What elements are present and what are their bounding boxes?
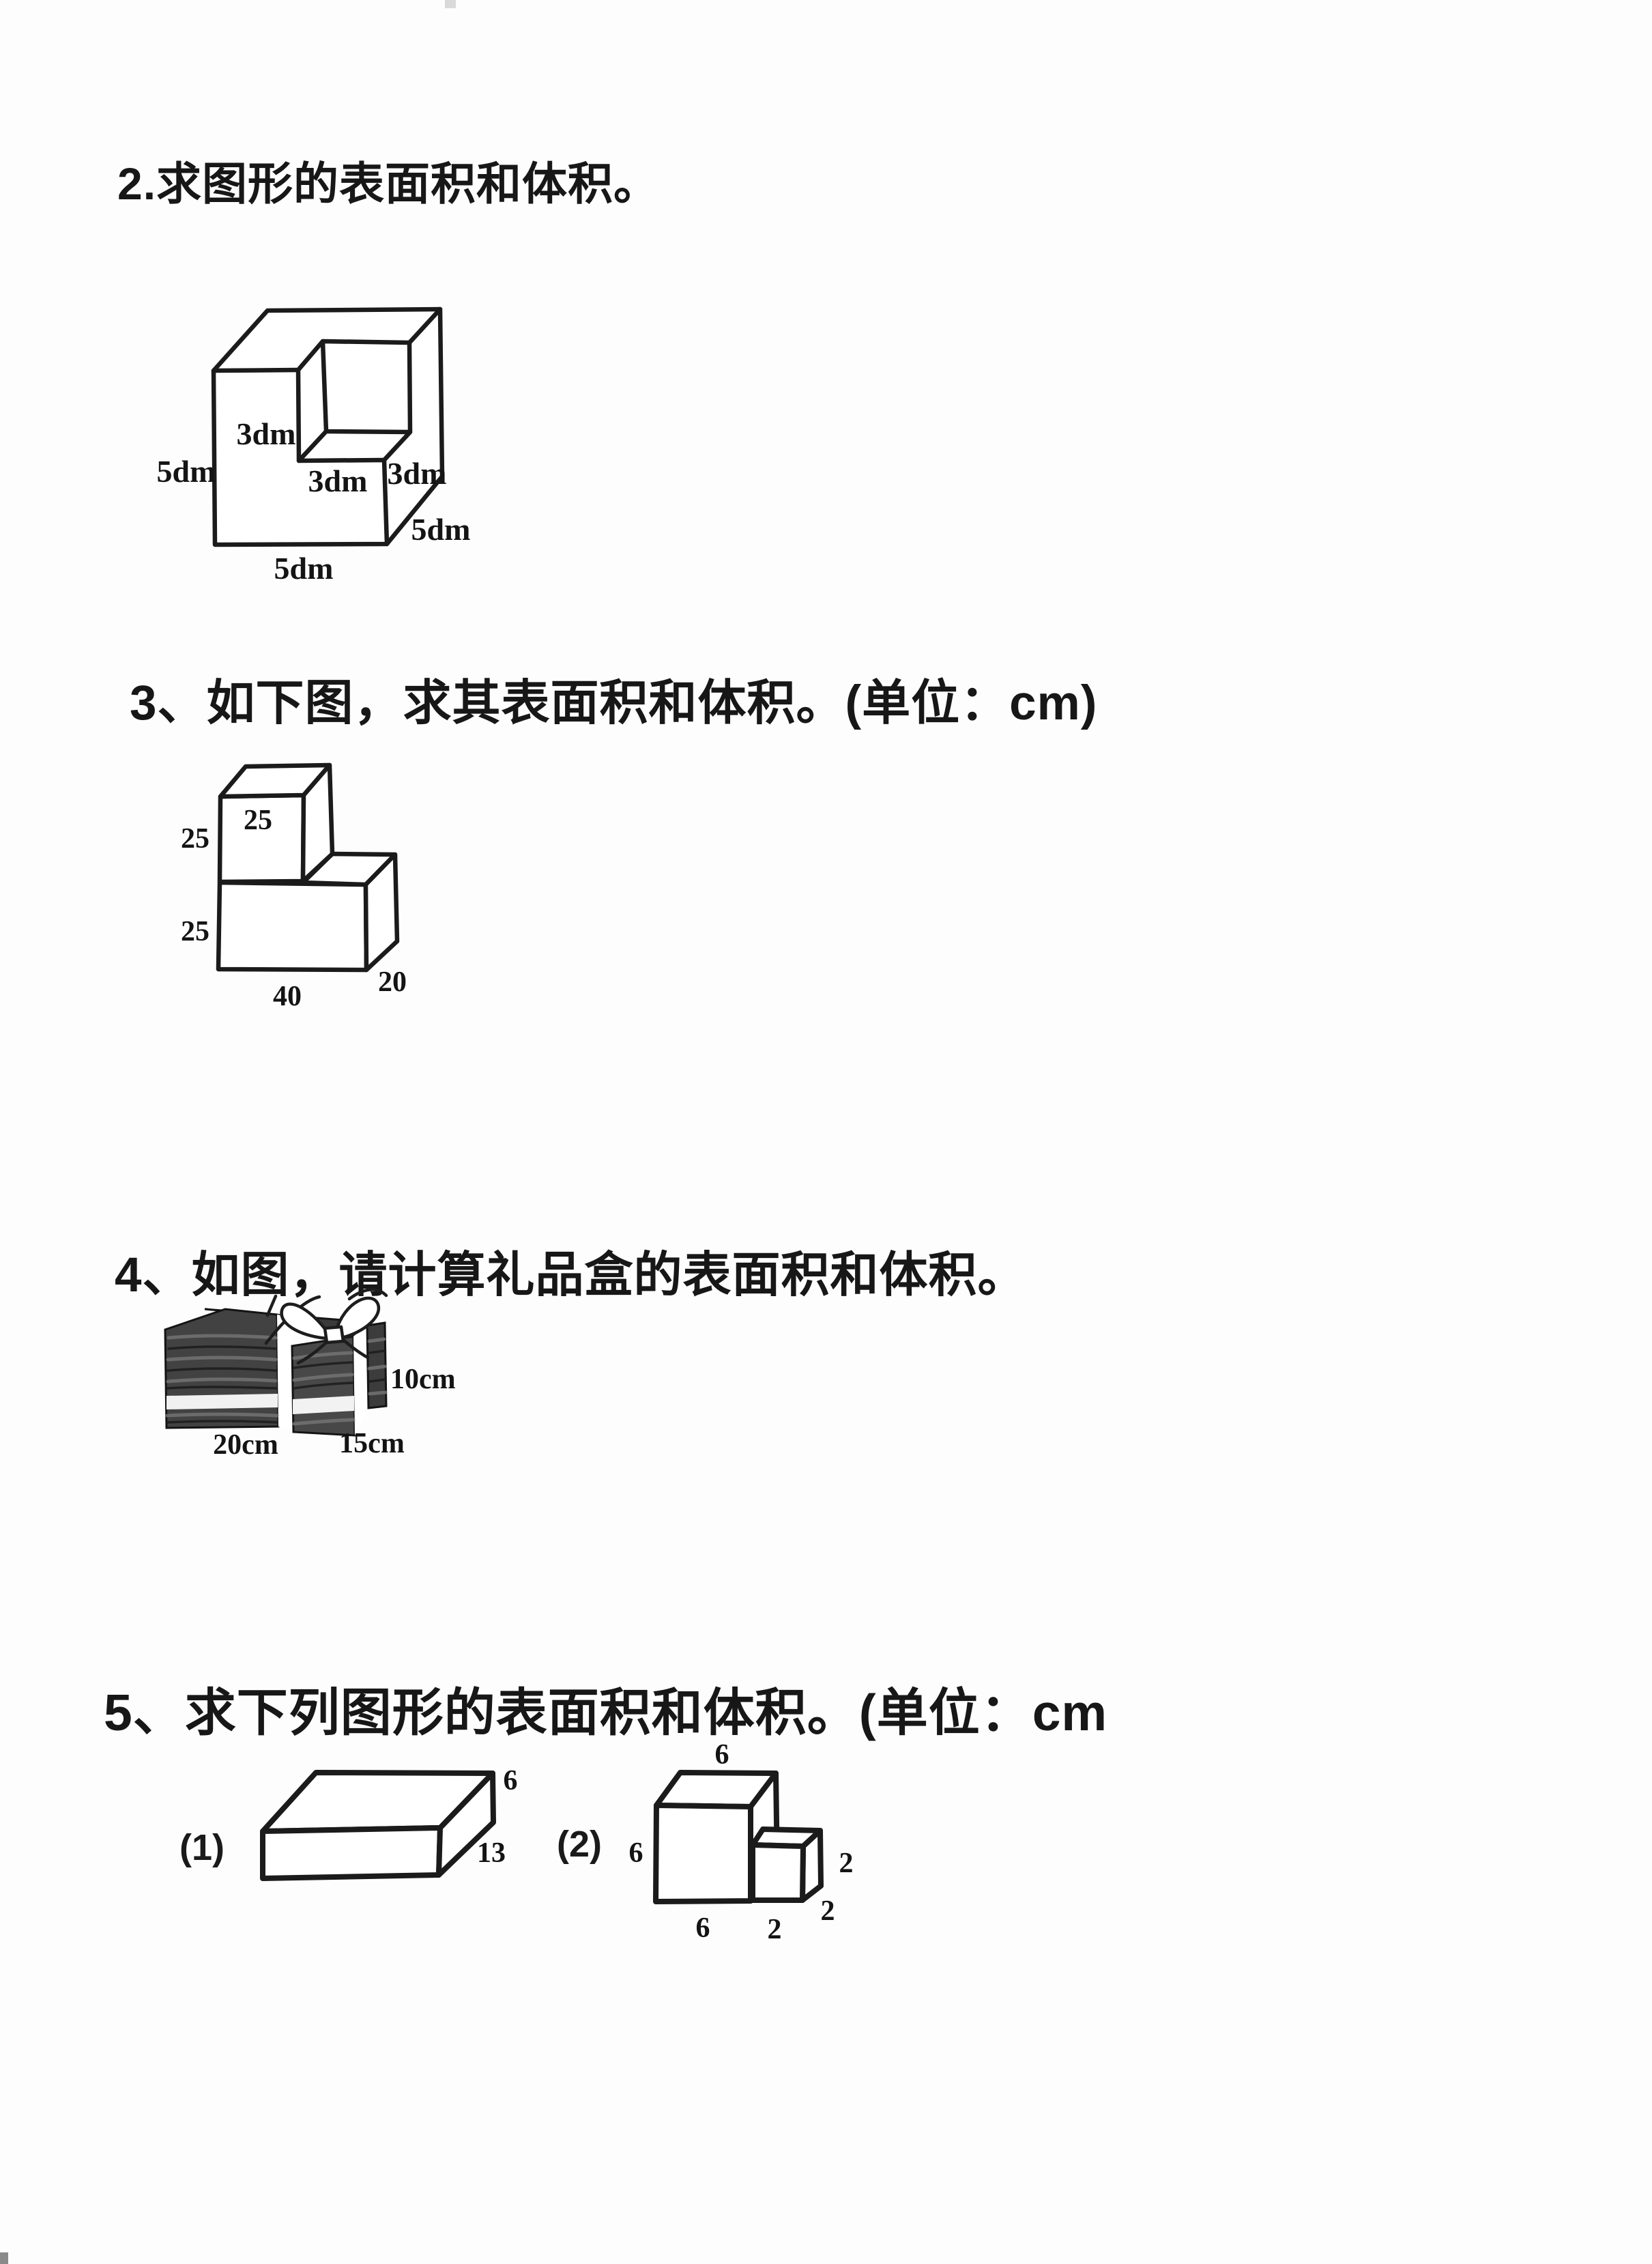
dim-label-gift-width: 15cm <box>339 1428 405 1459</box>
scan-smudge-bottom <box>0 2252 8 2264</box>
dim-label-cc-small-depth: 2 <box>839 1848 854 1879</box>
subfigure-1-tag: (1) <box>179 1827 224 1868</box>
dim-label-cc-small-width: 2 <box>768 1914 782 1945</box>
dim-label-gift-length: 20cm <box>213 1429 278 1461</box>
subfigure-2-tag: (2) <box>557 1824 602 1865</box>
dim-label-notch-side: 3dm <box>388 456 447 491</box>
dim-label-fc-depth: 13 <box>477 1837 506 1869</box>
cube-small-cube-dimension-labels: 6 6 2 2 6 2 <box>629 1739 854 1945</box>
figure-step-solid: 25 25 25 40 20 <box>181 762 407 1012</box>
gift-box-ribbon-vertical <box>277 1315 293 1432</box>
question-2-title: 2.求图形的表面积和体积。 <box>117 158 660 209</box>
ribbon-bow-icon <box>264 1288 388 1365</box>
figure-cube-with-corner-notch: 3dm 5dm 3dm 3dm 5dm 5dm <box>157 306 471 586</box>
gift-box-photo <box>164 1288 388 1437</box>
dim-label-gift-height: 10cm <box>390 1364 456 1395</box>
gift-box-ribbon-gap <box>353 1326 368 1435</box>
gift-box-ribbon-horizontal-side <box>293 1396 354 1414</box>
figure-cube-with-small-cube: (2) 6 6 2 2 6 2 <box>557 1739 854 1945</box>
cube-small-cube-drawing <box>653 1770 824 1904</box>
dim-label-fc-height: 6 <box>504 1765 518 1796</box>
flat-cuboid-drawing <box>260 1770 496 1881</box>
question-4-title: 4、如图，请计算礼品盒的表面积和体积。 <box>115 1248 1027 1302</box>
gift-box-ribbon-horizontal-front <box>166 1394 278 1409</box>
dim-label-bottom-width: 5dm <box>274 551 334 586</box>
dim-label-base-height: 25 <box>181 916 209 947</box>
figure-flat-cuboid: (1) 6 13 <box>179 1765 518 1881</box>
dim-label-notch-width: 3dm <box>308 463 368 498</box>
dim-label-cc-top: 6 <box>715 1739 729 1771</box>
step-solid-dimension-labels: 25 25 25 40 20 <box>181 805 407 1012</box>
dim-label-notch-height: 3dm <box>237 416 296 451</box>
figure-gift-box: 10cm 20cm 15cm <box>164 1288 456 1461</box>
dim-label-cube-height: 25 <box>181 823 209 855</box>
flat-cuboid-dimension-labels: 6 13 <box>477 1765 518 1869</box>
dim-label-cube-front: 25 <box>244 805 272 836</box>
scan-smudge-top <box>445 0 456 8</box>
gift-box-dimension-labels: 10cm 20cm 15cm <box>213 1364 455 1461</box>
dim-label-depth: 5dm <box>411 512 471 547</box>
cube-notch-dimension-labels: 3dm 5dm 3dm 3dm 5dm 5dm <box>157 416 471 586</box>
question-5-title: 5、求下列图形的表面积和体积。(单位：cm <box>104 1684 1108 1741</box>
dim-label-left-height: 5dm <box>157 454 216 489</box>
dim-label-cc-bottom: 6 <box>696 1912 710 1944</box>
dim-label-base-depth: 20 <box>378 966 407 998</box>
gift-box-texture-dark <box>166 1345 387 1424</box>
gift-box-right-edge <box>366 1321 388 1409</box>
step-solid-drawing <box>216 762 400 973</box>
dim-label-base-length: 40 <box>273 981 302 1012</box>
question-3-title: 3、如下图，求其表面积和体积。(单位：cm) <box>130 676 1098 730</box>
dim-label-cc-small-height: 2 <box>821 1895 835 1927</box>
gift-box-texture-light <box>165 1334 388 1426</box>
dim-label-cc-left: 6 <box>629 1837 643 1869</box>
cube-notch-drawing <box>211 306 445 547</box>
